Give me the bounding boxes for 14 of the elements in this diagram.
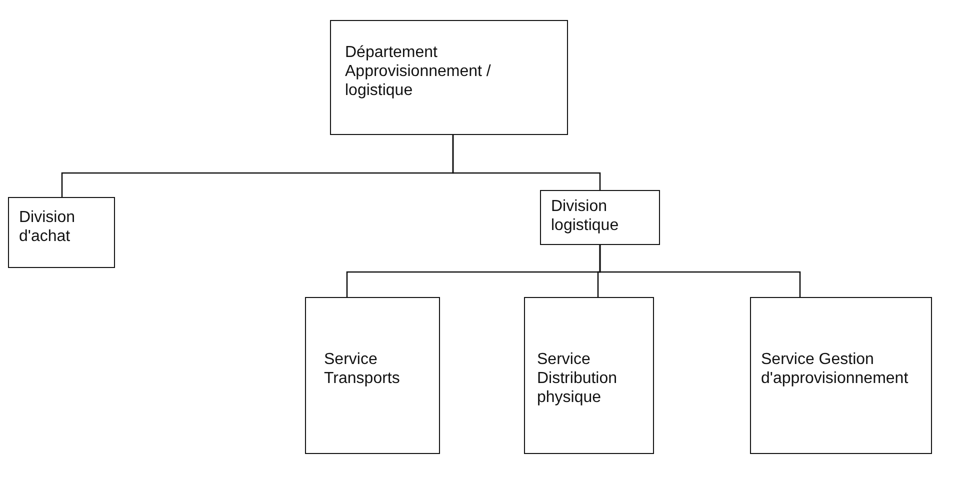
org-box — [8, 197, 115, 268]
box-label: Service Distribution physique — [537, 350, 618, 407]
org-box — [524, 297, 654, 454]
org-box — [750, 297, 932, 454]
org-box — [330, 20, 568, 135]
box-label: Service Gestion d'approvisionnement — [761, 350, 910, 388]
org-box — [540, 190, 660, 245]
box-label: Service Transports — [324, 350, 401, 388]
box-label: Division logistique — [551, 197, 620, 235]
connector-line — [452, 135, 601, 190]
org-box — [305, 297, 440, 454]
connector-line — [599, 245, 801, 297]
box-label: Département Approvisionnement / logistique — [345, 43, 492, 100]
box-label: Division d'achat — [19, 208, 76, 246]
